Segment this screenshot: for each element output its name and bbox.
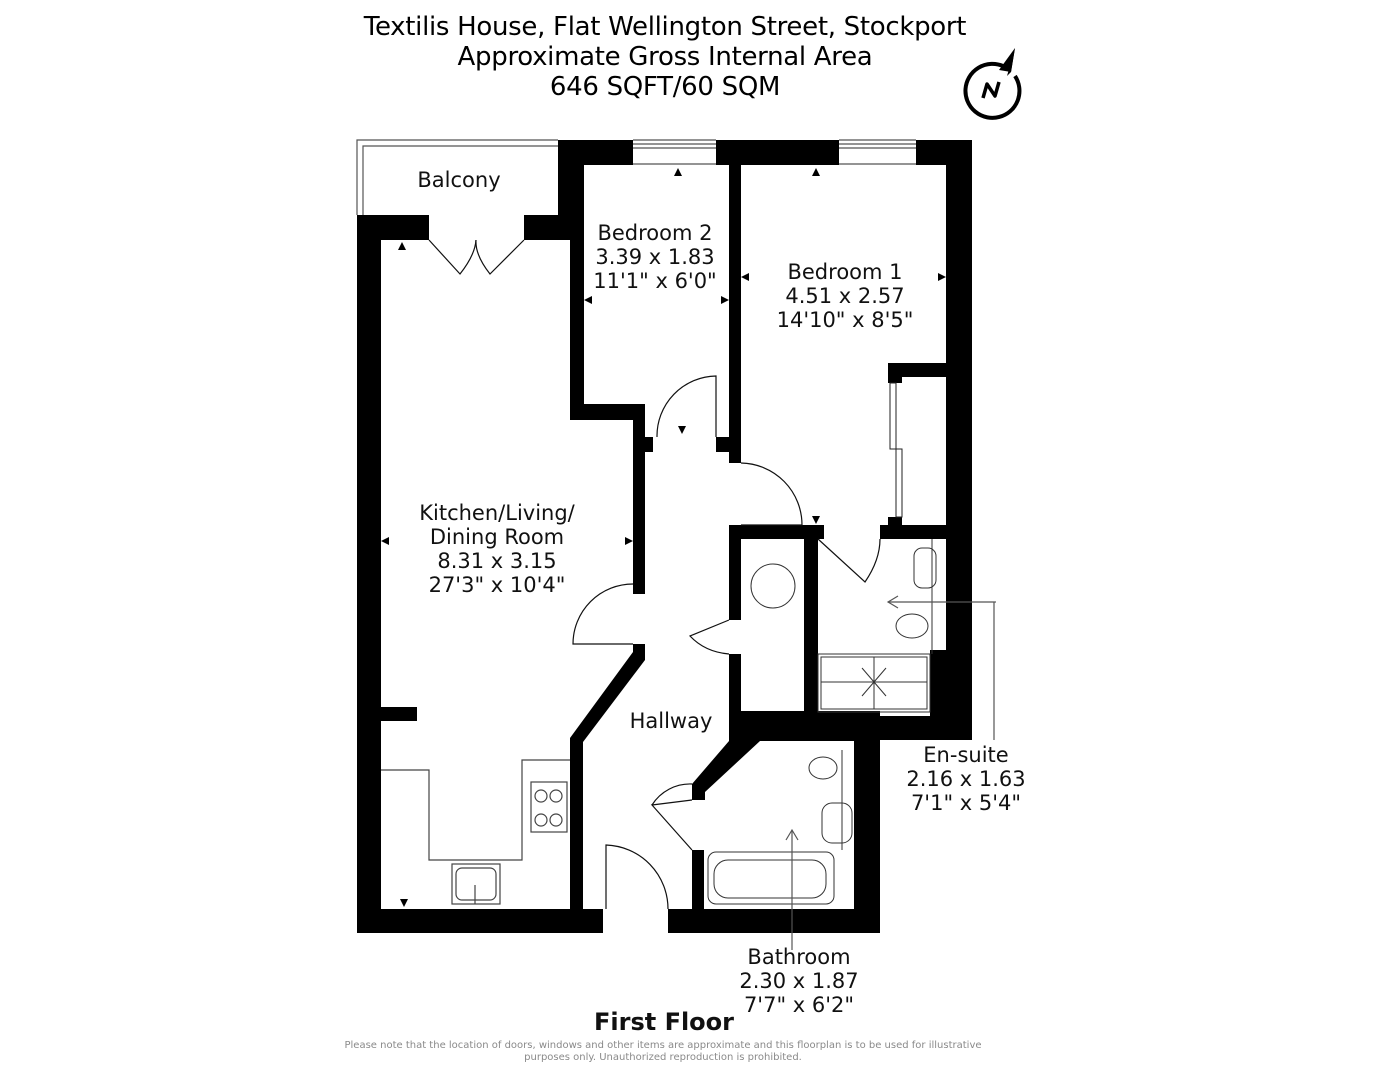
floor-name: First Floor xyxy=(593,1008,735,1036)
room-metric-size: 2.30 x 1.87 xyxy=(739,969,859,993)
door-swings xyxy=(428,239,881,910)
kitchen-units xyxy=(381,759,570,905)
room-label-bedroom-1: Bedroom 1 4.51 x 2.57 14'10" x 8'5" xyxy=(777,260,914,332)
room-metric-size: 3.39 x 1.83 xyxy=(595,245,715,269)
disclaimer: Please note that the location of doors, … xyxy=(0,1040,1326,1064)
window-lines xyxy=(633,139,916,165)
room-metric-size: 4.51 x 2.57 xyxy=(785,284,905,308)
room-label-bedroom-2: Bedroom 2 3.39 x 1.83 11'1" x 6'0" xyxy=(593,221,716,293)
room-label-hallway: Hallway xyxy=(630,709,713,733)
balcony-outline xyxy=(356,139,558,215)
room-imperial-size: 7'7" x 6'2" xyxy=(743,993,855,1017)
room-name: Bedroom 2 xyxy=(597,221,713,245)
bathroom-fixtures xyxy=(707,539,996,905)
room-name: Balcony xyxy=(417,168,501,192)
room-name: Bedroom 1 xyxy=(787,260,903,284)
dimension-arrows xyxy=(381,168,946,907)
room-label-bathroom: Bathroom 2.30 x 1.87 7'7" x 6'2" xyxy=(739,945,858,1017)
walls xyxy=(357,140,972,933)
room-metric-size: 2.16 x 1.63 xyxy=(906,767,1026,791)
room-label-en-suite: En-suite 2.16 x 1.63 7'1" x 5'4" xyxy=(906,743,1025,815)
room-name: Bathroom xyxy=(747,945,851,969)
room-imperial-size: 14'10" x 8'5" xyxy=(776,308,914,332)
room-imperial-size: 7'1" x 5'4" xyxy=(910,791,1022,815)
disclaimer-line-2: purposes only. Unauthorized reproduction… xyxy=(524,1052,802,1063)
room-name-line2: Dining Room xyxy=(429,525,565,549)
room-label-kitchen-living-dining: Kitchen/Living/ Dining Room 8.31 x 3.15 … xyxy=(419,501,575,597)
room-imperial-size: 11'1" x 6'0" xyxy=(593,269,717,293)
disclaimer-line-1: Please note that the location of doors, … xyxy=(344,1040,982,1051)
room-label-balcony: Balcony xyxy=(417,168,500,192)
room-imperial-size: 27'3" x 10'4" xyxy=(428,573,566,597)
area-value: 646 SQFT/60 SQM xyxy=(549,72,781,102)
leader-lines xyxy=(785,595,995,950)
room-name-line1: Kitchen/Living/ xyxy=(419,501,575,525)
north-compass-icon xyxy=(963,48,1022,120)
area-caption: Approximate Gross Internal Area xyxy=(457,42,873,72)
room-name: En-suite xyxy=(923,743,1009,767)
room-name: Hallway xyxy=(629,709,713,733)
property-address: Textilis House, Flat Wellington Street, … xyxy=(363,12,967,42)
wardrobe-doors xyxy=(889,382,903,518)
plan-title-block: Textilis House, Flat Wellington Street, … xyxy=(0,12,1330,102)
room-metric-size: 8.31 x 3.15 xyxy=(437,549,557,573)
